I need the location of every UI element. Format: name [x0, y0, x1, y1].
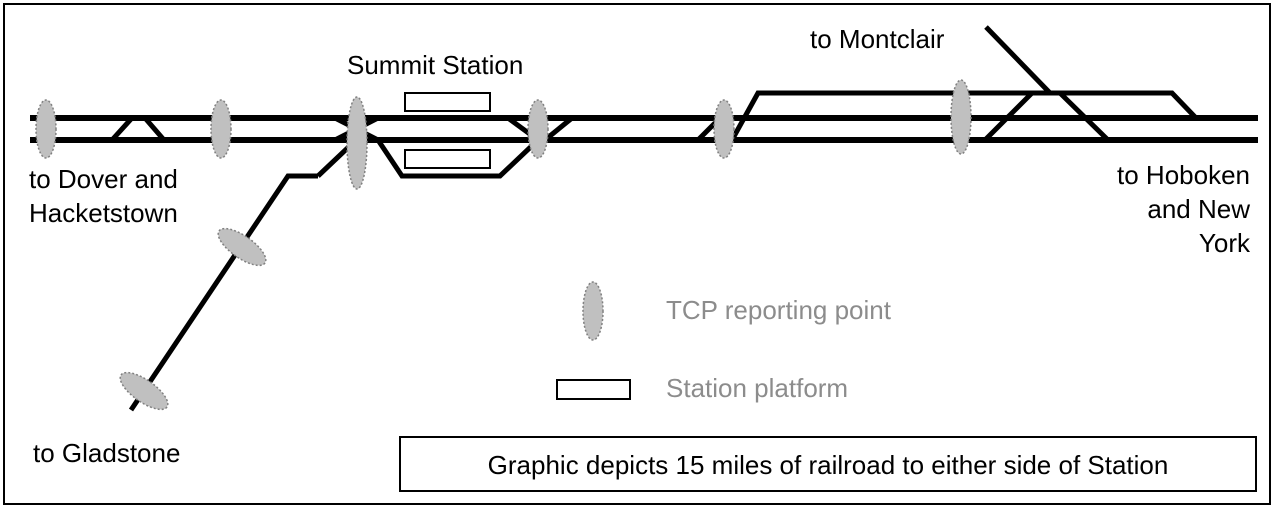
tcp-point-2	[210, 99, 232, 159]
tcp-point-1	[35, 99, 57, 159]
montclair-branch	[984, 25, 1052, 95]
to-montclair-label: to Montclair	[810, 24, 945, 54]
tcp-point-5	[713, 99, 735, 159]
tcp-point-7	[217, 227, 267, 267]
legend-tcp-label: TCP reporting point	[666, 295, 891, 325]
platform-south	[404, 149, 491, 169]
platform-north	[404, 92, 491, 112]
to-dover-label-line1: to Dover and	[29, 164, 178, 194]
tcp-point-3	[346, 96, 368, 190]
to-hoboken-label-line1: to Hoboken	[1117, 160, 1250, 190]
caption-text: Graphic depicts 15 miles of railroad to …	[487, 450, 1169, 480]
legend-platform-label: Station platform	[666, 373, 849, 403]
tcp-point-8	[119, 371, 169, 411]
crossovers	[110, 25, 1198, 412]
caption-box: Graphic depicts 15 miles of railroad to …	[399, 436, 1257, 492]
legend-tcp-symbol	[582, 281, 604, 341]
summit-station-label: Summit Station	[347, 50, 524, 80]
to-gladstone-label: to Gladstone	[33, 438, 181, 468]
to-dover-label-line2: Hacketstown	[29, 198, 178, 228]
tcp-points	[35, 79, 972, 411]
to-hoboken-label-line3: York	[1198, 228, 1250, 258]
legend-platform-symbol	[556, 379, 631, 400]
main-tracks	[30, 115, 1258, 143]
tcp-point-6	[950, 79, 972, 155]
diagram-frame	[3, 3, 1271, 505]
crossover-summit-east-b	[543, 116, 574, 142]
tcp-point-4	[527, 99, 549, 159]
crossover-east-a	[983, 91, 1034, 142]
crossover-east-b	[1058, 91, 1110, 142]
crossover-west	[110, 115, 166, 142]
station-platforms	[404, 92, 491, 169]
gladstone-branch	[128, 173, 318, 412]
to-hoboken-label-line2: and New	[1147, 194, 1250, 224]
